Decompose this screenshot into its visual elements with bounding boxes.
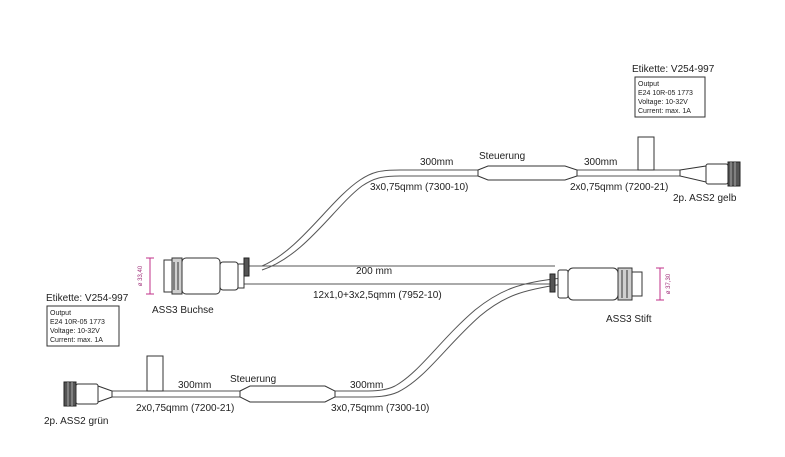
label-tag-left: Output E24 10R-05 1773 Voltage: 10-32V C… bbox=[46, 305, 164, 392]
dim-buchse: ø 33,40 bbox=[138, 265, 144, 286]
dim-stift: ø 37,30 bbox=[666, 273, 672, 294]
length-300-bot-left: 300mm bbox=[178, 380, 211, 391]
wire-3x075-bot: 3x0,75qmm (7300-10) bbox=[331, 403, 429, 414]
wire-2x075-top: 2x0,75qmm (7200-21) bbox=[570, 182, 668, 193]
length-300-bot-right: 300mm bbox=[350, 380, 383, 391]
label-tag-top: Output E24 10R-05 1773 Voltage: 10-32V C… bbox=[634, 76, 706, 171]
upper-branch-cable bbox=[261, 169, 680, 271]
lower-branch-cable bbox=[110, 277, 564, 398]
wire-3x075-top: 3x0,75qmm (7300-10) bbox=[370, 182, 468, 193]
ass3-stift-connector bbox=[549, 267, 643, 301]
ass3-buchse-connector bbox=[163, 257, 250, 295]
length-200-mid: 200 mm bbox=[356, 266, 392, 277]
label-top-line-3: Voltage: 10-32V bbox=[638, 99, 688, 106]
ass2-gelb-label: 2p. ASS2 gelb bbox=[673, 193, 737, 204]
wire-2x075-bot: 2x0,75qmm (7200-21) bbox=[136, 403, 234, 414]
label-left-line-3: Voltage: 10-32V bbox=[50, 328, 100, 335]
buchse-diameter-dimension: ø 33,40 bbox=[138, 257, 154, 295]
steuerung-top-label: Steuerung bbox=[479, 151, 525, 162]
steuerung-bottom-module bbox=[239, 385, 336, 403]
label-top-line-4: Current: max. 1A bbox=[638, 108, 691, 115]
length-300-top-left: 300mm bbox=[420, 157, 453, 168]
ass3-stift-label: ASS3 Stift bbox=[606, 314, 652, 325]
label-left-line-1: Output bbox=[50, 310, 71, 317]
wire-12x1: 12x1,0+3x2,5qmm (7952-10) bbox=[313, 290, 442, 301]
etikette-top: Etikette: V254-997 bbox=[632, 64, 715, 75]
etikette-left: Etikette: V254-997 bbox=[46, 293, 129, 304]
label-top-line-1: Output bbox=[638, 81, 659, 88]
main-trunk-cable bbox=[240, 265, 555, 285]
ass2-gruen-label: 2p. ASS2 grün bbox=[44, 416, 109, 427]
label-left-line-2: E24 10R-05 1773 bbox=[50, 319, 105, 326]
label-left-line-4: Current: max. 1A bbox=[50, 337, 103, 344]
stift-diameter-dimension: ø 37,30 bbox=[656, 267, 672, 301]
label-top-line-2: E24 10R-05 1773 bbox=[638, 90, 693, 97]
ass3-buchse-label: ASS3 Buchse bbox=[152, 305, 214, 316]
steuerung-bottom-label: Steuerung bbox=[230, 374, 276, 385]
ass2-gruen-connector bbox=[63, 381, 113, 407]
length-300-top-right: 300mm bbox=[584, 157, 617, 168]
ass2-gelb-connector bbox=[679, 161, 741, 187]
steuerung-top-module bbox=[477, 165, 578, 181]
